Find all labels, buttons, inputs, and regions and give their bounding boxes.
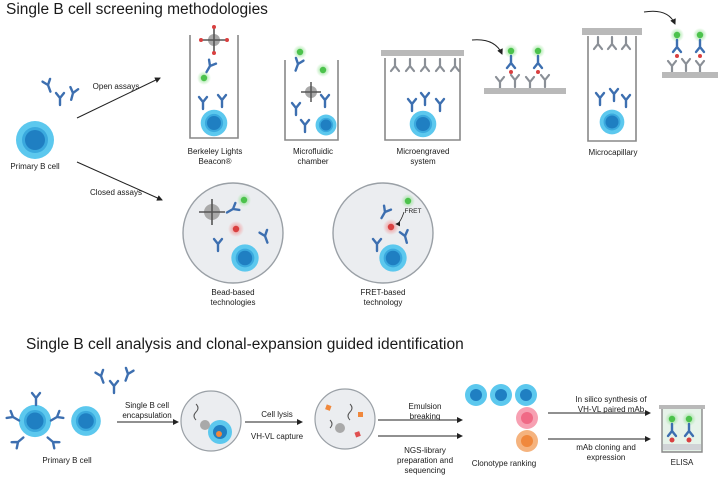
microfluidic-chamber xyxy=(284,45,339,141)
arrow-closed-assays xyxy=(76,161,163,201)
cell-lysis-label: Cell lysis xyxy=(261,410,293,419)
free-antibodies-1 xyxy=(41,77,80,107)
open-assays-label: Open assays xyxy=(92,82,140,91)
elisa-label: ELISA xyxy=(670,458,694,467)
microengraved-readout xyxy=(484,44,566,94)
primary-cell-label-2: Primary B cell xyxy=(42,456,92,465)
bead-based-droplet xyxy=(182,182,284,284)
berkeley-lights-well xyxy=(189,25,239,139)
capture-label: VH-VL capture xyxy=(250,432,304,441)
encapsulated-cell-droplet xyxy=(180,390,242,452)
arrow-microengraved xyxy=(471,39,503,55)
ranking-label: Clonotype ranking xyxy=(471,459,537,468)
fret-based-droplet xyxy=(332,182,434,284)
microcapillary-label: Microcapillary xyxy=(588,148,638,157)
closed-assays-label: Closed assays xyxy=(89,188,143,197)
microengraved-system xyxy=(381,50,464,141)
section2-title: Single B cell analysis and clonal-expans… xyxy=(26,336,464,353)
fret-label: FRET xyxy=(404,208,422,215)
microcapillary-readout xyxy=(662,28,718,78)
section1-title: Single B cell screening methodologies xyxy=(6,1,268,18)
elisa-well xyxy=(659,405,705,453)
clonotype-ranking-cells xyxy=(465,384,538,452)
arrow-open-assays xyxy=(76,77,161,119)
arrow-microcapillary xyxy=(643,10,676,25)
primary-cell-label-1: Primary B cell xyxy=(10,162,60,171)
primary-b-cell-1 xyxy=(16,121,54,159)
microcapillary xyxy=(582,28,642,142)
lysed-cell-droplet xyxy=(314,388,376,450)
